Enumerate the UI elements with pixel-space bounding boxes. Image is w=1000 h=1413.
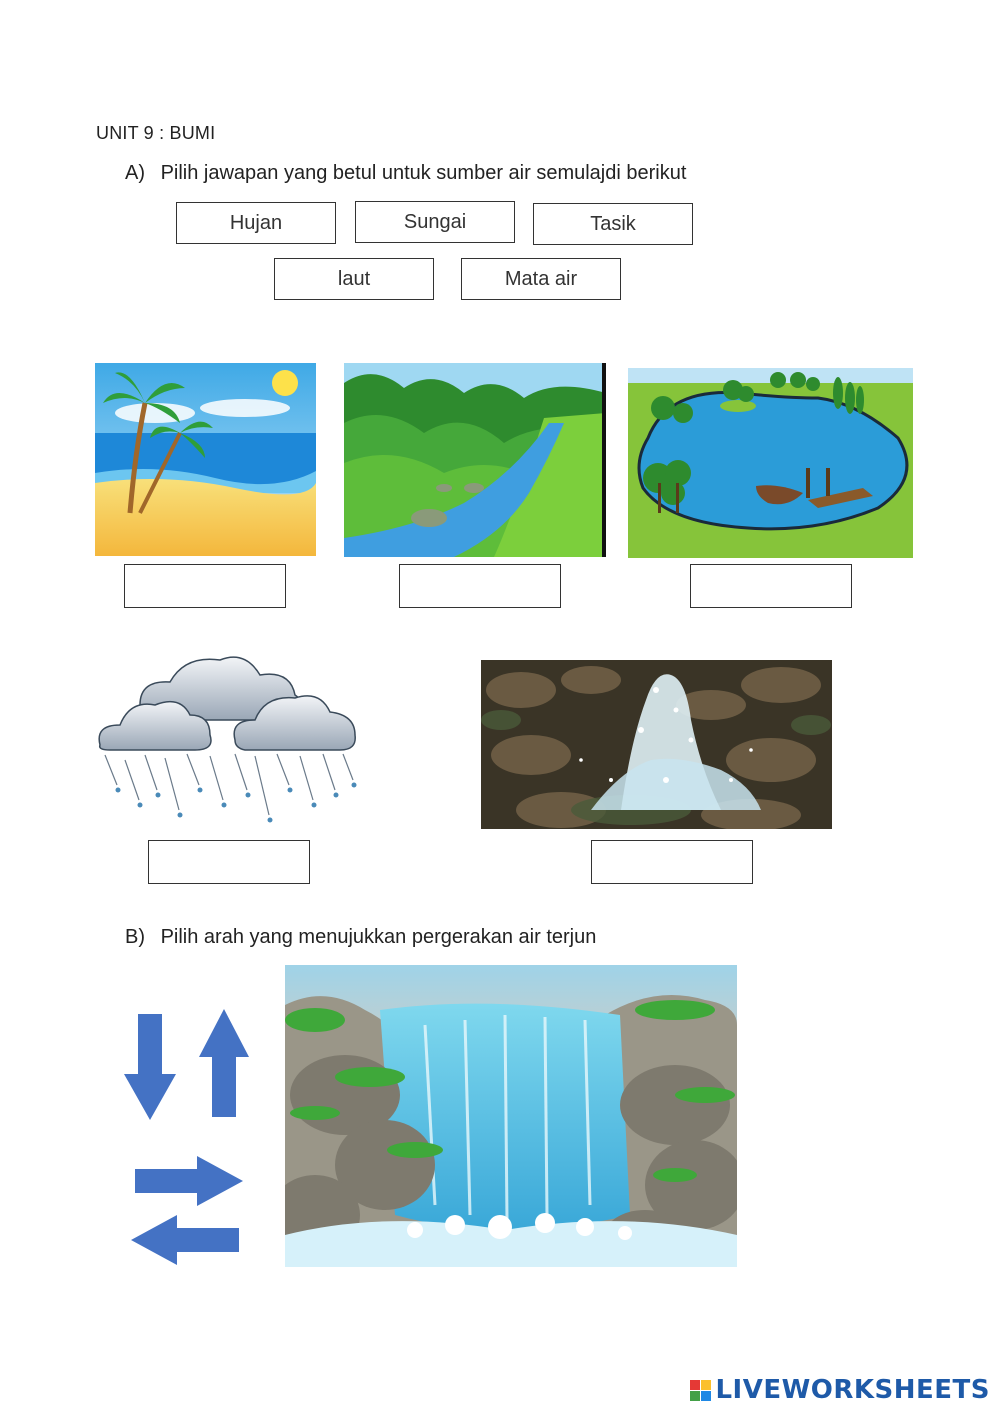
answer-box-spring[interactable] [591,840,753,884]
rain-picture [95,650,360,830]
beach-picture [95,363,316,556]
arrow-up-icon[interactable] [199,1009,249,1117]
logo-mark-icon [690,1379,712,1401]
lake-picture [628,368,913,558]
choice-sungai[interactable]: Sungai [355,201,515,243]
choice-hujan[interactable]: Hujan [176,202,336,244]
answer-box-rain[interactable] [148,840,310,884]
section-a-label: A) [125,162,145,184]
section-b-label: B) [125,926,145,948]
arrow-down-icon[interactable] [124,1014,176,1120]
answer-box-river[interactable] [399,564,561,608]
answer-box-lake[interactable] [690,564,852,608]
arrow-right-icon[interactable] [135,1156,243,1206]
section-a-text: Pilih jawapan yang betul untuk sumber ai… [160,162,687,184]
choice-mata-air[interactable]: Mata air [461,258,621,300]
answer-box-beach[interactable] [124,564,286,608]
worksheet-title: UNIT 9 : BUMI [96,123,216,143]
arrow-left-icon[interactable] [131,1215,239,1265]
section-b-text: Pilih arah yang menujukkan pergerakan ai… [160,926,597,948]
liveworksheets-logo: LIVEWORKSHEETS [690,1375,990,1405]
logo-text: LIVEWORKSHEETS [715,1375,990,1405]
choice-tasik[interactable]: Tasik [533,203,693,245]
waterfall-picture [285,965,737,1267]
river-picture [344,363,606,557]
spring-water-picture [481,660,832,829]
section-b-instruction: B) Pilih arah yang menujukkan pergerakan… [125,926,596,949]
choice-laut[interactable]: laut [274,258,434,300]
section-a-instruction: A) Pilih jawapan yang betul untuk sumber… [125,162,686,185]
